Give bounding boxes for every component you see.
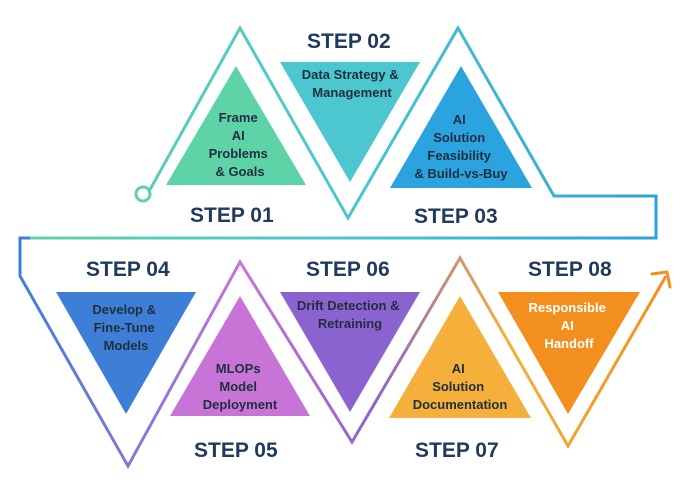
step-02-label: STEP 02: [307, 30, 391, 53]
step-08-label: STEP 08: [528, 258, 612, 281]
step-06-label: STEP 06: [306, 258, 390, 281]
step-03-label: STEP 03: [414, 205, 498, 228]
step-07-label: STEP 07: [415, 439, 499, 462]
step-01-label: STEP 01: [190, 204, 274, 227]
step-01-triangle: [166, 66, 306, 185]
step-07-triangle: [389, 296, 531, 418]
step-07-text: AI Solution Documentation: [413, 361, 508, 412]
end-arrow-icon: [650, 270, 672, 289]
step-02-triangle: [280, 62, 420, 182]
step-05-text: MLOPs Model Deployment: [203, 361, 278, 412]
step-03-text: AI Solution Feasibility & Build-vs-Buy: [414, 112, 508, 181]
step-08-triangle: [498, 292, 640, 414]
start-node-icon: [134, 185, 152, 203]
connector-line-top: [30, 24, 658, 240]
step-03-triangle: [390, 66, 532, 188]
step-01-text: Frame AI Problems & Goals: [209, 110, 272, 179]
step-06-triangle: [280, 292, 420, 412]
step-04-label: STEP 04: [86, 258, 170, 281]
step-04-triangle: [56, 292, 196, 414]
step-06-text: Drift Detection & Retraining: [297, 298, 403, 331]
step-08-text: Responsible AI Handoff: [529, 300, 610, 351]
step-05-triangle: [170, 296, 310, 416]
step-02-text: Data Strategy & Management: [302, 67, 402, 100]
connector-line-bottom: [18, 236, 668, 470]
step-04-text: Develop & Fine-Tune Models: [92, 302, 159, 353]
step-05-label: STEP 05: [194, 439, 278, 462]
